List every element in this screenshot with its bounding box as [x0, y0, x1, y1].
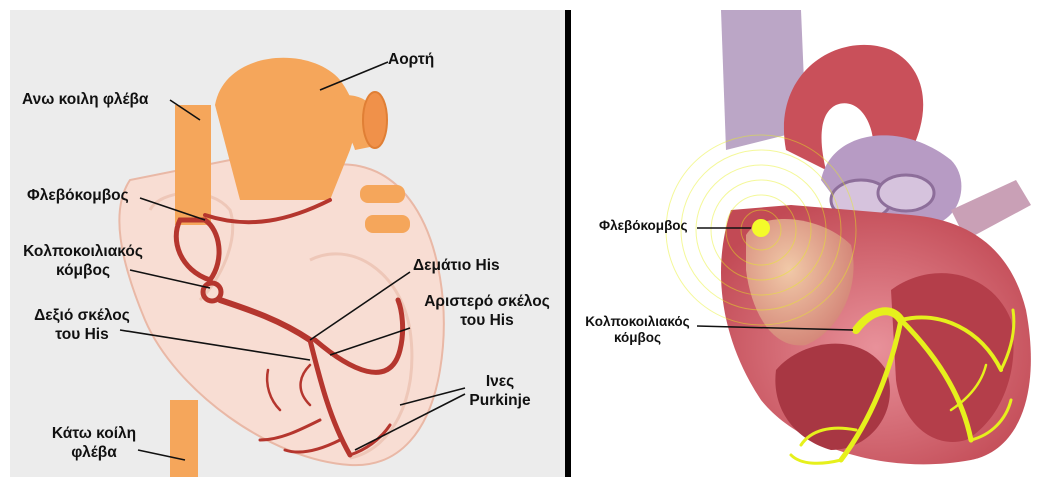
anatomical-heart-drawing: [571, 10, 1054, 477]
label-left-bundle-line2: του His: [413, 311, 561, 330]
superior-vena-cava-shape: [175, 105, 211, 225]
label-av-node: Κολποκοιλιακός κόμβος: [18, 242, 148, 280]
label-left-bundle-line1: Αριστερό σκέλος: [413, 292, 561, 311]
sa-node-dot: [752, 219, 770, 237]
label-av-node-right: Κολποκοιλιακός κόμβος: [575, 314, 700, 346]
label-sa-node: Φλεβόκομβος: [27, 186, 129, 205]
label-bundle-of-his: Δεμάτιο His: [413, 256, 500, 275]
label-av-node-line2: κόμβος: [18, 261, 148, 280]
label-purkinje-line1: Ινες: [460, 372, 540, 391]
label-inferior-vena-cava-line2: φλέβα: [38, 443, 150, 462]
label-left-bundle: Αριστερό σκέλος του His: [413, 292, 561, 330]
schematic-heart-panel: Αορτή Ανω κοιλη φλέβα Φλεβόκομβος Κολποκ…: [10, 10, 565, 477]
label-purkinje: Ινες Purkinje: [460, 372, 540, 410]
pulmonary-vein-lower: [365, 215, 410, 233]
label-av-node-right-line1: Κολποκοιλιακός: [575, 314, 700, 330]
heart-body: [119, 160, 443, 465]
label-right-bundle: Δεξιό σκέλος του His: [26, 306, 138, 344]
label-av-node-line1: Κολποκοιλιακός: [18, 242, 148, 261]
valve-ring-2: [878, 175, 934, 211]
label-aorta: Αορτή: [388, 50, 434, 69]
label-sa-node-right: Φλεβόκομβος: [599, 218, 688, 234]
pulmonary-vein-upper: [360, 185, 405, 203]
label-right-bundle-line1: Δεξιό σκέλος: [26, 306, 138, 325]
inferior-vena-cava-shape: [170, 400, 198, 477]
label-inferior-vena-cava: Κάτω κοίλη φλέβα: [38, 424, 150, 462]
aorta-opening: [363, 92, 387, 148]
label-av-node-right-line2: κόμβος: [575, 330, 700, 346]
label-superior-vena-cava: Ανω κοιλη φλέβα: [22, 90, 148, 109]
label-inferior-vena-cava-line1: Κάτω κοίλη: [38, 424, 150, 443]
anatomical-heart-panel: Φλεβόκομβος Κολποκοιλιακός κόμβος: [571, 10, 1054, 477]
label-right-bundle-line2: του His: [26, 325, 138, 344]
label-purkinje-line2: Purkinje: [460, 391, 540, 410]
purkinje-right-2: [791, 455, 841, 463]
